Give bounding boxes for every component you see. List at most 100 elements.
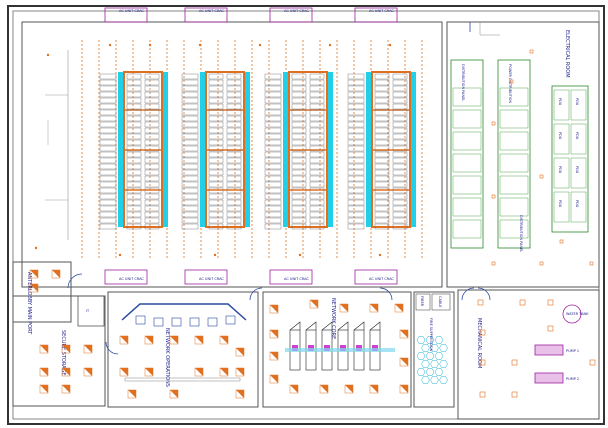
server-rack (264, 73, 282, 80)
server-rack (181, 151, 199, 158)
server-rack (374, 169, 390, 176)
fire-room-wall (413, 291, 455, 408)
electrical-cell (452, 197, 482, 217)
pump-2-label: PUMP 2 (566, 377, 579, 381)
suppression-tank (430, 344, 439, 352)
electrical-cell (499, 131, 529, 151)
pdu-cell (570, 157, 587, 189)
server-rack (264, 79, 282, 86)
fire-box-1 (415, 293, 431, 311)
server-rack (392, 133, 408, 140)
server-rack (264, 223, 282, 230)
electrical-cell (452, 109, 482, 129)
server-rack (347, 115, 365, 122)
core-box-label-1: FIBER (420, 296, 424, 307)
server-rack (126, 73, 142, 80)
server-rack (126, 121, 142, 128)
server-rack (226, 85, 242, 92)
server-rack (264, 181, 282, 188)
server-rack (291, 217, 307, 224)
server-rack (181, 127, 199, 134)
electrical-marker (491, 194, 496, 199)
server-rack (347, 199, 365, 206)
server-rack (99, 193, 117, 200)
server-rack (291, 145, 307, 152)
floor-tile-fill (220, 368, 228, 376)
floor-tile-fill (400, 385, 408, 393)
data-hall-wall (21, 21, 443, 288)
server-rack (392, 73, 408, 80)
pdu-cell-label: PDU (575, 200, 579, 208)
server-rack (208, 103, 224, 110)
server-rack (374, 187, 390, 194)
server-rack (264, 127, 282, 134)
floor-tile-fill (84, 345, 92, 353)
server-rack (208, 133, 224, 140)
server-rack (347, 121, 365, 128)
floor-tile-fill (62, 385, 70, 393)
electrical-room-wall (446, 21, 600, 288)
server-rack (374, 91, 390, 98)
pdu-cell (570, 123, 587, 155)
server-rack (291, 199, 307, 206)
server-rack (144, 217, 160, 224)
server-rack (309, 181, 325, 188)
server-rack (99, 127, 117, 134)
mechanical-marker (519, 299, 526, 306)
suppression-tank (430, 360, 439, 368)
server-rack (126, 193, 142, 200)
server-rack (374, 163, 390, 170)
server-rack (347, 85, 365, 92)
server-rack (264, 115, 282, 122)
floor-tile-fill (370, 304, 378, 312)
distribution-label-2: DISTRIBUTION PANEL (519, 215, 523, 252)
server-rack (347, 79, 365, 86)
electrical-cell (452, 175, 482, 195)
server-rack (291, 91, 307, 98)
cable-tray-dot (378, 253, 382, 257)
bottom-crac-unit (184, 269, 228, 285)
server-rack (347, 187, 365, 194)
server-rack (374, 217, 390, 224)
hot-aisle (162, 72, 168, 227)
server-rack (392, 211, 408, 218)
server-rack (126, 211, 142, 218)
server-rack (126, 157, 142, 164)
electrical-marker (491, 121, 496, 126)
small-it-room (77, 295, 105, 327)
server-rack (374, 115, 390, 122)
server-rack (291, 73, 307, 80)
server-rack (374, 121, 390, 128)
server-rack (99, 121, 117, 128)
server-rack (347, 163, 365, 170)
server-rack (347, 181, 365, 188)
server-rack (126, 205, 142, 212)
operator-chair (135, 315, 146, 325)
server-rack (347, 97, 365, 104)
server-rack (392, 85, 408, 92)
small-room-label: IT (86, 309, 90, 313)
server-rack (291, 139, 307, 146)
operator-chair (225, 315, 236, 325)
pump-1 (534, 344, 564, 356)
core-racks (285, 321, 395, 371)
floor-tile-fill (120, 336, 128, 344)
floor-tile-fill (270, 330, 278, 338)
server-rack (99, 109, 117, 116)
bottom-crac-unit (104, 269, 148, 285)
server-rack (181, 205, 199, 212)
pdu-cell (553, 191, 570, 223)
top-crac-label: AC UNIT CRAC (369, 9, 394, 13)
server-rack (347, 175, 365, 182)
electrical-marker (559, 239, 564, 244)
server-rack (208, 97, 224, 104)
server-rack (126, 127, 142, 134)
electrical-marker (539, 174, 544, 179)
electrical-cell (499, 87, 529, 107)
server-rack (226, 109, 242, 116)
top-crac-unit (104, 7, 148, 23)
floor-markers (29, 269, 409, 399)
mechanical-marker (511, 359, 518, 366)
server-rack (264, 169, 282, 176)
server-rack (264, 139, 282, 146)
